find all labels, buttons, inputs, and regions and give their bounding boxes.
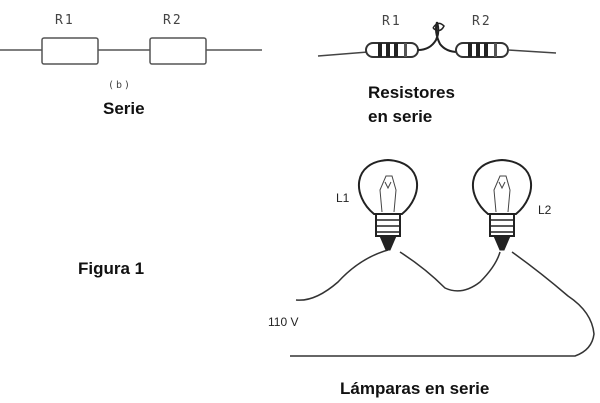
schematic-series-resistors: R1 R2 (b) Serie xyxy=(0,13,262,118)
lamp-l1-label: L1 xyxy=(336,191,350,205)
voltage-label: 110 V xyxy=(268,315,298,329)
wire-left xyxy=(295,249,389,301)
schematic-r1-label: R1 xyxy=(55,13,75,28)
schematic-resistor-r2 xyxy=(149,37,207,65)
lamps-series-circuit: L1 L2 110 V Lámparas en serie xyxy=(268,158,595,398)
lamp-l2-label: L2 xyxy=(538,203,552,217)
schematic-sublabel: (b) xyxy=(108,80,132,91)
wire-return xyxy=(290,251,595,357)
pictorial-caption-line2: en serie xyxy=(368,107,432,126)
figure-label: Figura 1 xyxy=(78,259,144,278)
schematic-r2-label: R2 xyxy=(163,13,183,28)
pictorial-series-resistors: R1 R2 Resistores en serie xyxy=(317,14,557,126)
pictorial-r1-label: R1 xyxy=(382,14,402,29)
lamp-l2 xyxy=(472,158,532,251)
wire-middle xyxy=(399,251,501,292)
schematic-caption: Serie xyxy=(103,99,145,118)
lamps-caption: Lámparas en serie xyxy=(340,379,489,398)
pictorial-r2-label: R2 xyxy=(472,14,492,29)
pictorial-caption-line1: Resistores xyxy=(368,83,455,102)
pictorial-resistor-r2 xyxy=(455,42,509,58)
lamp-l1 xyxy=(358,158,418,251)
schematic-resistor-r1 xyxy=(41,37,99,65)
pictorial-resistor-r1 xyxy=(365,42,419,58)
